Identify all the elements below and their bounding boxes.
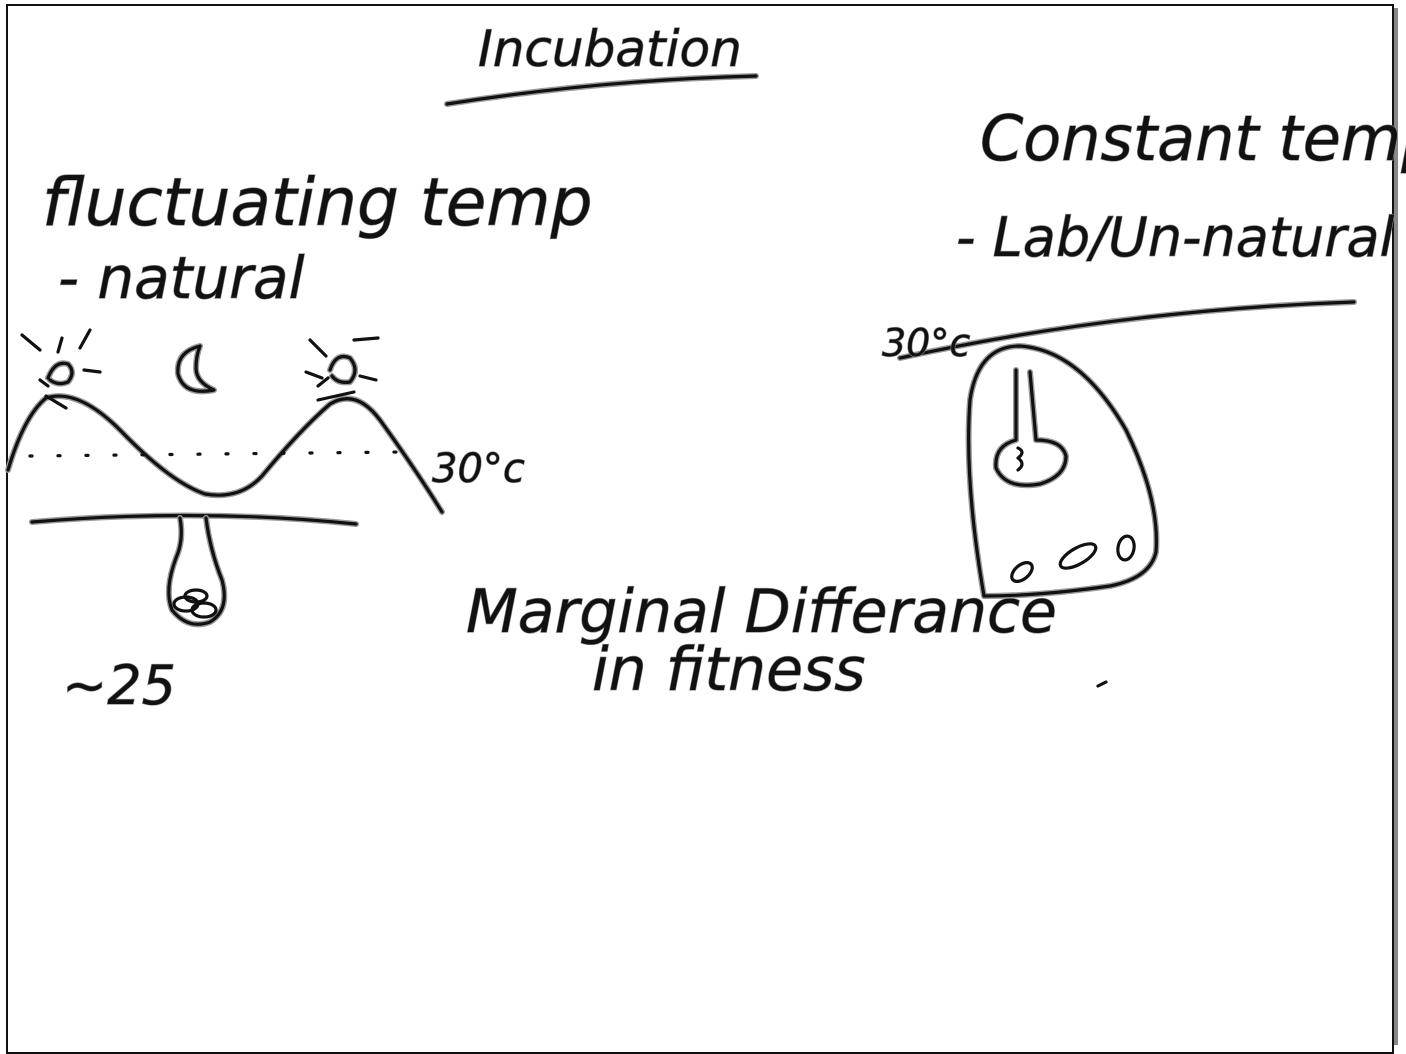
egg-icon bbox=[183, 588, 209, 604]
whiteboard-canvas bbox=[6, 4, 1394, 1054]
incubator-chamber bbox=[965, 343, 1160, 599]
left-temp-label: 30°c bbox=[432, 446, 525, 492]
nest-burrow bbox=[165, 515, 228, 628]
canvas-edge bbox=[1394, 8, 1398, 1045]
ground-line bbox=[30, 513, 358, 526]
title-text: Incubation bbox=[478, 20, 742, 78]
left-subheading: - natural bbox=[58, 244, 305, 312]
right-heading: Constant temp bbox=[980, 102, 1406, 175]
sun-icon-left bbox=[20, 328, 102, 388]
thermometer-icon bbox=[994, 368, 1068, 487]
egg-icon bbox=[1010, 561, 1034, 583]
center-line-2: in fitness bbox=[592, 635, 866, 705]
constant-temp-line bbox=[898, 300, 1356, 360]
temperature-wave-line bbox=[6, 394, 444, 514]
stray-mark bbox=[1096, 680, 1108, 688]
left-heading: fluctuating temp bbox=[42, 164, 593, 241]
moon-icon bbox=[174, 343, 217, 395]
right-subheading: - Lab/Un-natural bbox=[956, 206, 1395, 269]
egg-icon bbox=[1058, 542, 1098, 570]
right-temp-label: 30°c bbox=[882, 321, 970, 365]
egg-icon bbox=[190, 601, 218, 619]
center-line-1: Marginal Differance bbox=[466, 577, 1057, 647]
egg-icon bbox=[1116, 534, 1136, 562]
nest-temp-label: ~25 bbox=[62, 654, 176, 717]
threshold-dotted-line bbox=[28, 450, 402, 458]
title-underline bbox=[445, 74, 758, 106]
sun-icon-right bbox=[304, 336, 380, 388]
